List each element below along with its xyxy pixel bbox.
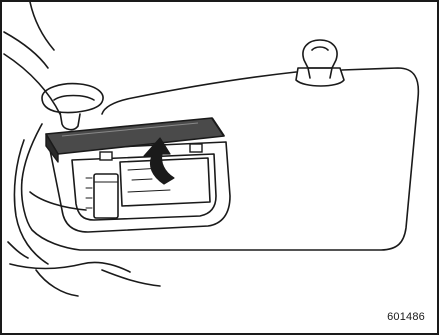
sun-visor-vanity-mirror-illustration [2, 2, 437, 333]
visor-pivot-bracket [42, 84, 103, 130]
vanity-mirror-housing [50, 142, 230, 232]
headliner-lines [4, 2, 60, 114]
visor-clip [296, 40, 344, 86]
mirror-light [86, 174, 118, 218]
figure-code: 601486 [387, 311, 425, 323]
